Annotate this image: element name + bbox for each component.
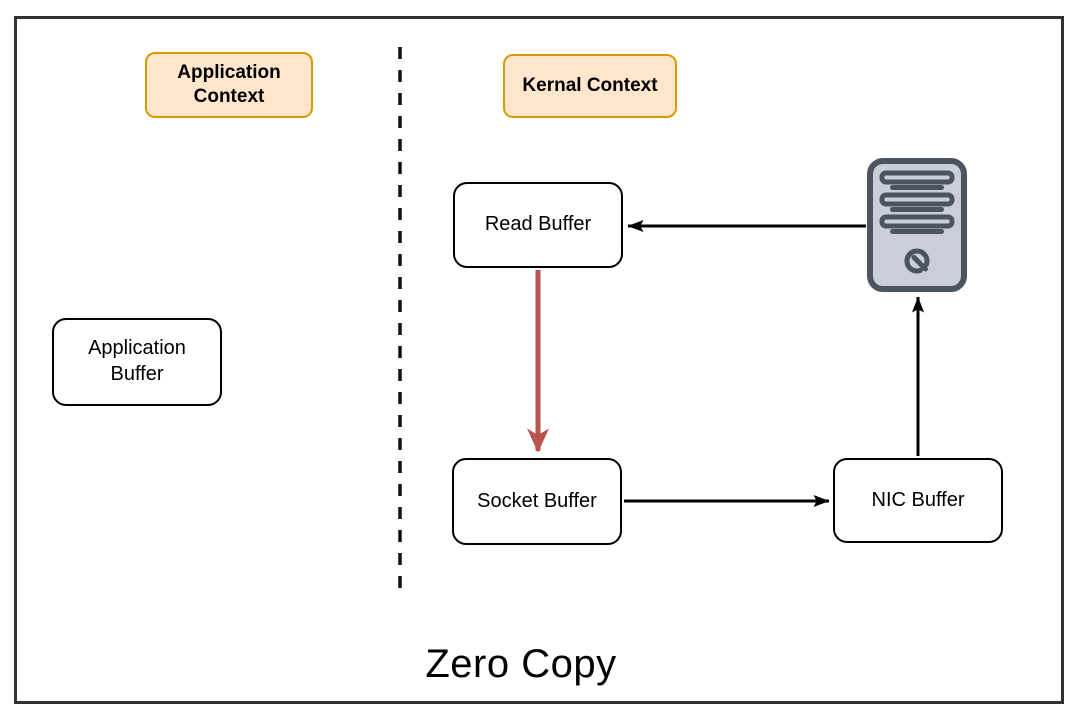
socket-buffer-text: Socket Buffer: [477, 489, 597, 512]
server-power-icon: [904, 248, 930, 274]
diagram-title: Zero Copy: [425, 642, 617, 686]
nic-buffer-node: NIC Buffer: [833, 458, 1003, 543]
server-vent-slats: [879, 170, 955, 234]
kernal-context-text: Kernal Context: [522, 75, 658, 97]
read-buffer-text: Read Buffer: [484, 213, 592, 236]
server-icon: [867, 158, 967, 292]
kernal-context-label: Kernal Context: [503, 54, 677, 118]
application-context-text: Application Context: [177, 62, 281, 107]
application-buffer-text: Application Buffer: [88, 337, 186, 385]
read-buffer-node: Read Buffer: [453, 182, 623, 268]
nic-buffer-text: NIC Buffer: [871, 488, 965, 511]
application-context-label: Application Context: [145, 52, 313, 118]
socket-buffer-node: Socket Buffer: [452, 458, 622, 545]
application-buffer-node: Application Buffer: [52, 318, 222, 406]
